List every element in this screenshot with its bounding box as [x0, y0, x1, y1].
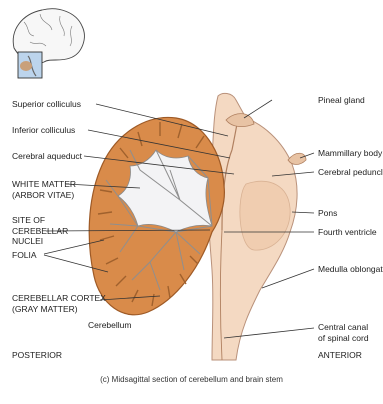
mammillary-body-shape — [288, 153, 306, 164]
label-cerebellar-cortex: CEREBELLAR CORTEX (GRAY MATTER) — [12, 293, 106, 314]
label-cerebellum: Cerebellum — [88, 320, 131, 331]
label-posterior: POSTERIOR — [12, 350, 62, 361]
label-anterior: ANTERIOR — [318, 350, 362, 361]
label-site-of-cerebellar-nuclei: SITE OF CEREBELLAR NUCLEI — [12, 215, 68, 247]
label-cerebral-peduncle: Cerebral peduncle — [318, 167, 383, 178]
brain-inset-icon — [13, 9, 84, 78]
label-white-matter: WHITE MATTER (ARBOR VITAE) — [12, 179, 76, 200]
label-central-canal: Central canal of spinal cord — [318, 322, 369, 343]
label-inferior-colliculus: Inferior colliculus — [12, 125, 75, 136]
label-pons: Pons — [318, 208, 337, 219]
label-pineal-gland: Pineal gland — [318, 95, 365, 106]
label-superior-colliculus: Superior colliculus — [12, 99, 81, 110]
figure-caption: (c) Midsagittal section of cerebellum an… — [0, 375, 383, 384]
label-folia: FOLIA — [12, 250, 37, 261]
label-cerebral-aqueduct: Cerebral aqueduct — [12, 151, 82, 162]
label-medulla-oblongata: Medulla oblongata — [318, 264, 383, 275]
label-mammillary-body: Mammillary body — [318, 148, 382, 159]
label-fourth-ventricle: Fourth ventricle — [318, 227, 377, 238]
